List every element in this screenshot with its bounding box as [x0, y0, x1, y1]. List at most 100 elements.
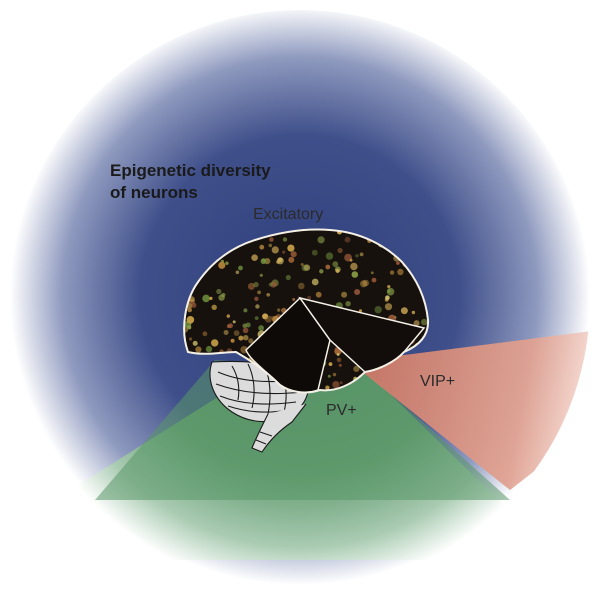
neuron-dot: [345, 301, 351, 307]
neuron-dot: [311, 278, 319, 286]
neuron-dot: [211, 339, 219, 347]
brain-illustration: [183, 228, 430, 394]
neuron-dot: [254, 316, 259, 320]
neuron-dot: [189, 337, 193, 341]
neuron-dot: [238, 335, 244, 341]
neuron-dot: [255, 304, 260, 309]
neuron-dot: [332, 381, 340, 389]
neuron-dot: [400, 307, 408, 315]
neuron-dot: [258, 325, 264, 331]
neuron-dot: [235, 270, 240, 275]
neuron-dot: [332, 261, 339, 268]
neuron-dot: [268, 282, 273, 287]
neuron-dot: [264, 315, 272, 323]
neuron-dot: [339, 381, 343, 385]
neuron-dot: [341, 291, 348, 298]
neuron-dot: [325, 252, 334, 260]
neuron-dot: [282, 237, 288, 242]
neuron-dot: [248, 338, 254, 344]
neuron-dot: [251, 254, 258, 261]
neuron-dot: [276, 257, 284, 265]
neuron-dot: [301, 264, 309, 272]
title-line-1: Epigenetic diversity: [110, 161, 271, 180]
neuron-dot: [218, 261, 226, 269]
neuron-dot: [259, 244, 265, 250]
neuron-dot: [298, 282, 305, 290]
neuron-dot: [216, 288, 222, 295]
neuron-dot: [421, 318, 428, 326]
neuron-dot: [328, 362, 333, 366]
neuron-dot: [282, 250, 286, 254]
vip-region: [350, 330, 590, 490]
neuron-dot: [315, 291, 322, 298]
neuron-dot: [242, 327, 249, 334]
neuron-dot: [389, 270, 395, 275]
neuron-dot: [292, 298, 296, 301]
neuron-dot: [325, 385, 330, 390]
neuron-dot: [285, 274, 291, 281]
neuron-dot: [300, 263, 304, 266]
neuron-dot: [187, 325, 192, 330]
neuron-dot: [195, 346, 202, 353]
neuron-dot: [337, 247, 343, 254]
neuron-dot: [360, 280, 368, 288]
neuron-dot: [359, 309, 362, 313]
neuron-dot: [411, 310, 416, 315]
neuron-dot: [338, 363, 342, 367]
neuron-dot: [191, 302, 197, 308]
neuron-dot: [243, 308, 248, 313]
neuron-dot: [351, 271, 359, 278]
neuron-dot: [230, 338, 235, 343]
neuron-dot: [355, 254, 359, 258]
figure-title: Epigenetic diversity of neurons: [110, 160, 271, 204]
neuron-dot: [332, 372, 337, 377]
neuron-dot: [311, 249, 318, 256]
neuron-dot: [223, 330, 229, 335]
pv-label: PV+: [326, 402, 357, 419]
neuron-dot: [349, 258, 353, 262]
neuron-dot: [243, 335, 249, 341]
neuron-dot: [397, 268, 404, 276]
neuron-dot: [202, 294, 210, 303]
neuron-dot: [253, 281, 259, 288]
neuron-dot: [270, 281, 277, 288]
neuron-dot: [192, 340, 198, 346]
neuron-dot: [225, 261, 229, 265]
excitatory-label: Excitatory: [253, 206, 324, 223]
neuron-dot: [186, 316, 195, 324]
neuron-dot: [277, 308, 281, 312]
neuron-dot: [317, 236, 325, 244]
neuron-dot: [266, 293, 271, 297]
title-line-2: of neurons: [110, 183, 198, 202]
neuron-dot: [396, 261, 400, 265]
neuron-dot: [205, 345, 213, 353]
neuron-dot: [271, 246, 279, 254]
neuron-dot: [336, 353, 340, 356]
neuron-dot: [202, 331, 208, 337]
neuron-dot: [245, 322, 251, 328]
neuron-dot: [384, 303, 393, 311]
neuron-dot: [209, 296, 213, 300]
neuron-dot: [262, 313, 269, 320]
neuron-dot: [359, 252, 364, 257]
neuron-dot: [303, 264, 311, 271]
neuron-dot: [319, 269, 324, 274]
neuron-dot: [260, 258, 267, 265]
neuron-dot: [336, 357, 342, 363]
neuron-dot: [228, 323, 234, 329]
neuron-dot: [247, 282, 255, 290]
neuron-dot: [374, 306, 382, 314]
neuron-dot: [371, 277, 377, 283]
neuron-dot: [325, 264, 331, 270]
neuron-dot: [307, 295, 312, 300]
neuron-dot: [226, 314, 230, 318]
neuron-dot: [387, 289, 391, 293]
neuron-dot: [335, 268, 340, 273]
neuron-dot: [232, 320, 236, 324]
neuron-dot: [211, 304, 217, 310]
neuron-dot: [187, 307, 192, 313]
neuron-dot: [327, 374, 331, 378]
neuron-dot: [385, 295, 390, 301]
